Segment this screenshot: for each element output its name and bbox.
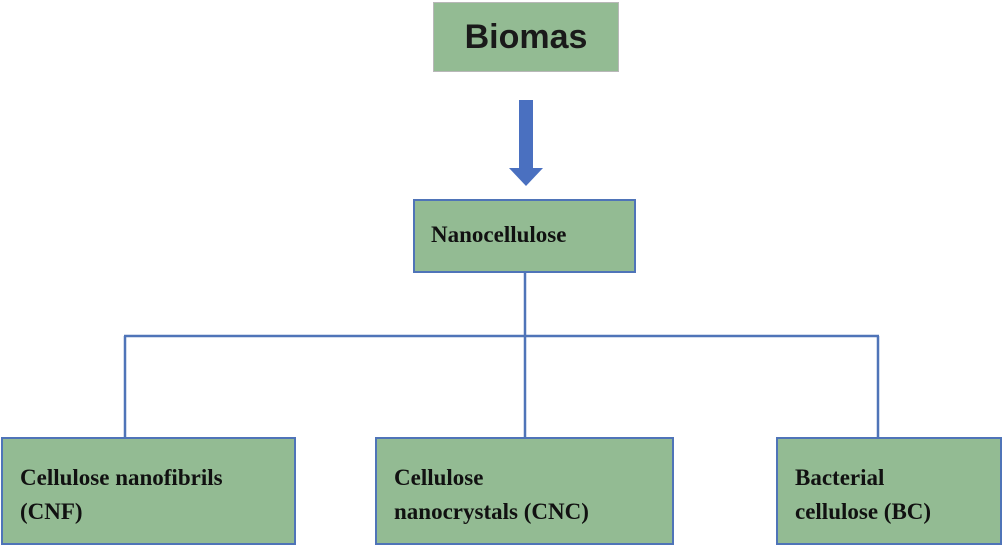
down-arrow [509,100,543,186]
cnf-node: Cellulose nanofibrils (CNF) [1,437,296,545]
nanocellulose-node: Nanocellulose [413,199,636,273]
bc-node: Bacterial cellulose (BC) [776,437,1002,545]
cnc-label: Cellulose nanocrystals (CNC) [394,465,589,524]
cnc-node: Cellulose nanocrystals (CNC) [375,437,674,545]
biomas-label: Biomas [464,17,588,56]
bc-label: Bacterial cellulose (BC) [795,465,932,524]
biomas-node: Biomas [433,2,619,72]
cnf-label: Cellulose nanofibrils (CNF) [20,465,223,524]
nanocellulose-label: Nanocellulose [431,222,567,247]
tree-connectors [123,273,880,437]
